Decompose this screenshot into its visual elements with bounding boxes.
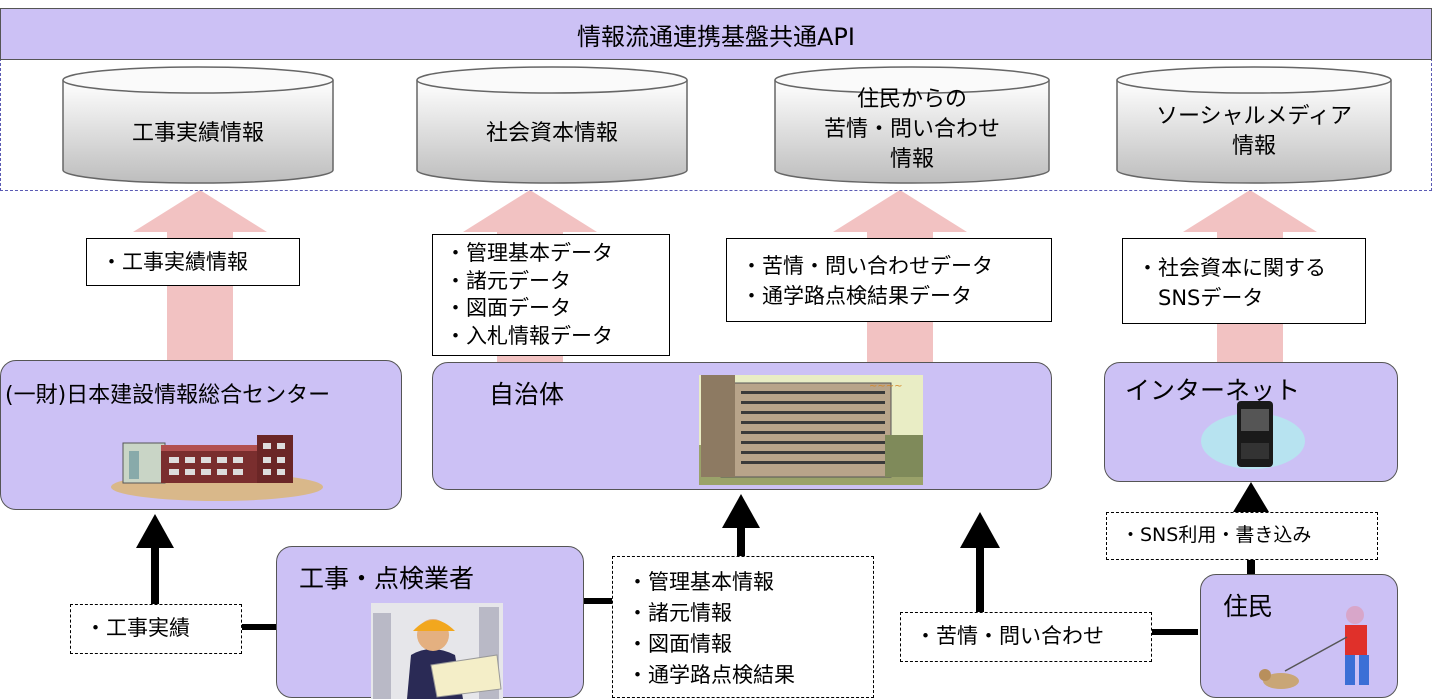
- arrow-to-municipality: [722, 494, 760, 558]
- db-label: 社会資本情報: [485, 121, 618, 146]
- db-construction-results: 工事実績情報: [62, 66, 334, 184]
- entity-resident: 住民: [1200, 574, 1398, 698]
- entity-contractor: 工事・点検業者: [276, 546, 584, 699]
- worker-icon: [371, 603, 503, 699]
- building-icon: [111, 435, 323, 501]
- data-box-infrastructure: ・管理基本データ ・諸元データ ・図面データ ・入札情報データ: [432, 234, 670, 356]
- db-social-media: ソーシャルメディア 情報: [1116, 66, 1392, 184]
- cylinder-icon: [62, 66, 334, 184]
- svg-text:~~~~: ~~~~: [869, 381, 903, 392]
- entity-label: 工事・点検業者: [299, 564, 475, 593]
- arrow-complaints-up: [960, 512, 1000, 620]
- city-hall-icon: ~~~~: [699, 375, 923, 485]
- db-infrastructure: 社会資本情報: [416, 66, 688, 184]
- flow-contractor-info: ・管理基本情報 ・諸元情報 ・図面情報 ・通学路点検結果: [612, 556, 874, 698]
- db-label: 住民からの 苦情・問い合わせ 情報: [823, 87, 1000, 172]
- entity-label: 住民: [1223, 592, 1274, 621]
- flow-construction-results: ・工事実績: [70, 604, 242, 654]
- cylinder-icon: [774, 66, 1050, 184]
- arrow-to-jacic: [136, 514, 174, 628]
- cylinder-icon: [1116, 66, 1392, 184]
- db-label: 工事実績情報: [131, 121, 264, 146]
- api-title: 情報流通連携基盤共通API: [0, 8, 1432, 60]
- entity-internet: インターネット: [1104, 362, 1398, 482]
- data-box-sns: ・社会資本に関する SNSデータ: [1122, 238, 1366, 324]
- entity-label: (一財)日本建設情報総合センター: [5, 383, 331, 408]
- entity-label: インターネット: [1125, 376, 1301, 405]
- data-box-construction-info: ・工事実績情報: [86, 238, 300, 286]
- db-complaints: 住民からの 苦情・問い合わせ 情報: [774, 66, 1050, 184]
- flow-complaints: ・苦情・問い合わせ: [900, 612, 1152, 662]
- entity-label: 自治体: [489, 380, 565, 409]
- entity-jacic: (一財)日本建設情報総合センター: [0, 360, 402, 510]
- mobile-phone-icon: [1201, 401, 1305, 469]
- cylinder-icon: [416, 66, 688, 184]
- flow-sns-use: ・SNS利用・書き込み: [1106, 512, 1378, 560]
- entity-municipality: 自治体 ~~~~: [432, 362, 1052, 490]
- db-label: ソーシャルメディア 情報: [1155, 104, 1353, 159]
- data-box-complaints: ・苦情・問い合わせデータ ・通学路点検結果データ: [726, 238, 1052, 322]
- walking-person-icon: [1259, 606, 1369, 689]
